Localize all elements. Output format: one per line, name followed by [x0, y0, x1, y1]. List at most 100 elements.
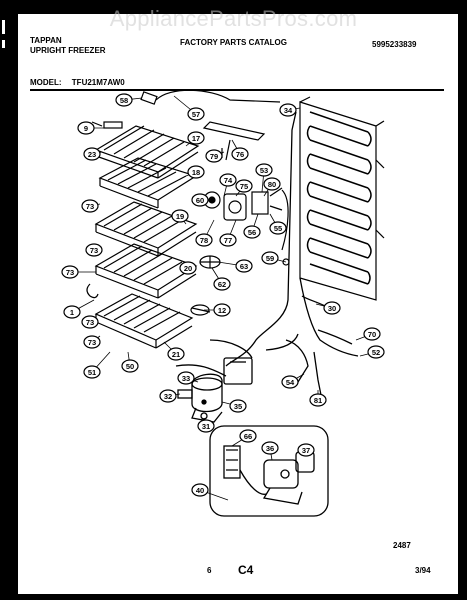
- callout-number: 50: [126, 362, 134, 371]
- callout-bubble: [235, 259, 253, 273]
- callout-number: 18: [192, 168, 200, 177]
- callout-bubble: [363, 327, 381, 341]
- section-code: C4: [238, 563, 254, 577]
- callout-bubble: [213, 303, 231, 317]
- callout-number: 52: [372, 348, 380, 357]
- callout-number: 32: [164, 392, 172, 401]
- callout-number: 40: [196, 486, 204, 495]
- callout-37: 37: [297, 443, 315, 457]
- catalog-sheet: [18, 14, 458, 594]
- callout-bubble: [281, 375, 299, 389]
- callout-bubble: [77, 121, 95, 135]
- callout-bubble: [191, 483, 209, 497]
- callout-bubble: [205, 149, 223, 163]
- callout-21: 21: [163, 341, 185, 361]
- callout-12: 12: [204, 303, 231, 317]
- callout-bubble: [81, 315, 99, 329]
- callout-bubble: [219, 173, 237, 187]
- callout-bubble: [239, 429, 257, 443]
- callout-number: 23: [88, 150, 96, 159]
- callout-number: 53: [260, 166, 268, 175]
- callout-bubble: [191, 193, 209, 207]
- callout-number: 1: [70, 308, 74, 317]
- callout-bubble: [81, 199, 99, 213]
- callout-34: 34: [279, 103, 301, 117]
- callout-63: 63: [217, 259, 253, 273]
- callout-number: 58: [120, 96, 128, 105]
- callout-bubble: [269, 221, 287, 235]
- model-line: MODEL: TFU21M7AW0: [30, 78, 125, 87]
- callout-bubble: [85, 243, 103, 257]
- callout-bubble: [261, 441, 279, 455]
- callout-number: 73: [88, 338, 96, 347]
- callout-bubble: [213, 277, 231, 291]
- callout-53: 53: [255, 163, 273, 193]
- callout-bubble: [171, 209, 189, 223]
- callout-73: 73: [83, 335, 101, 349]
- callout-bubble: [61, 265, 79, 279]
- callout-number: 57: [192, 110, 200, 119]
- shelf: [98, 157, 198, 209]
- callout-bubble: [187, 107, 205, 121]
- callout-62: 62: [211, 267, 231, 291]
- callout-bubble: [83, 147, 101, 161]
- shelves: [91, 121, 200, 349]
- callout-number: 60: [196, 196, 204, 205]
- callout-51: 51: [83, 351, 111, 379]
- callout-number: 34: [284, 106, 293, 115]
- callout-73: 73: [81, 315, 99, 329]
- callout-number: 54: [286, 378, 295, 387]
- heater-assembly: [140, 89, 281, 161]
- callout-bubble: [83, 335, 101, 349]
- catalog-title: FACTORY PARTS CATALOG: [180, 38, 287, 47]
- callout-23: 23: [83, 147, 103, 161]
- callout-54: 54: [281, 373, 305, 389]
- callout-57: 57: [173, 95, 205, 121]
- compressor: [177, 357, 253, 423]
- callout-bubble: [279, 103, 297, 117]
- callout-66: 66: [231, 429, 257, 447]
- callout-number: 9: [84, 124, 88, 133]
- relay-detail-inset: [209, 425, 329, 517]
- callout-number: 73: [86, 202, 94, 211]
- callout-60: 60: [191, 193, 209, 207]
- callout-number: 37: [302, 446, 310, 455]
- callout-bubble: [187, 131, 205, 145]
- callout-36: 36: [261, 441, 279, 461]
- catalog-number: 5995233839: [372, 40, 417, 49]
- callout-35: 35: [221, 399, 247, 413]
- callout-number: 56: [248, 228, 256, 237]
- callout-73: 73: [61, 265, 96, 279]
- callout-bubble: [197, 419, 215, 433]
- callout-number: 74: [224, 176, 233, 185]
- callout-bubble: [255, 163, 273, 177]
- callout-52: 52: [359, 345, 385, 359]
- callout-bubble: [261, 251, 279, 265]
- refrigerant-tubing: [175, 111, 359, 401]
- callout-bubble: [231, 147, 249, 161]
- header-rule: [30, 89, 444, 91]
- callout-number: 33: [182, 374, 190, 383]
- callout-number: 12: [218, 306, 226, 315]
- margin-mark: [2, 40, 5, 48]
- callout-20: 20: [179, 261, 197, 275]
- callout-1: 1: [63, 299, 95, 319]
- callout-number: 80: [268, 180, 276, 189]
- model-label: MODEL:: [30, 78, 62, 87]
- callout-18: 18: [185, 165, 205, 179]
- revision-date: 3/94: [415, 566, 431, 575]
- callout-number: 79: [210, 152, 218, 161]
- callout-30: 30: [315, 301, 341, 315]
- callout-79: 79: [205, 149, 225, 163]
- callout-73: 73: [81, 199, 101, 213]
- callout-number: 20: [184, 264, 192, 273]
- callout-bubble: [229, 399, 247, 413]
- callout-78: 78: [195, 219, 215, 247]
- callout-56: 56: [243, 213, 261, 239]
- callout-number: 35: [234, 402, 242, 411]
- model-number: TFU21M7AW0: [71, 78, 125, 87]
- callout-bubble: [177, 371, 195, 385]
- callout-bubble: [83, 365, 101, 379]
